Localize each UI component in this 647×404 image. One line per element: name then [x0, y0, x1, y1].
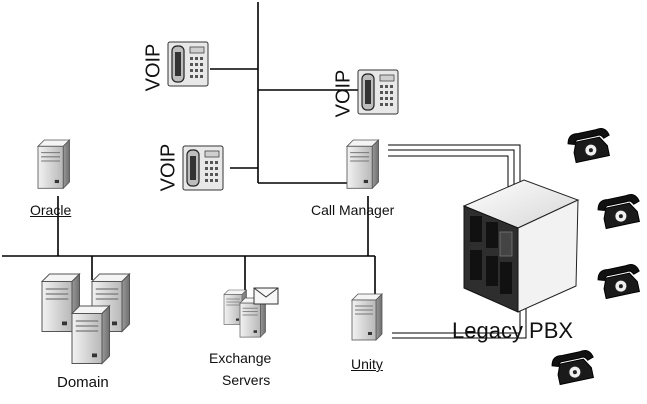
- exchange-label-line2: Servers: [222, 372, 271, 388]
- unity-label: Unity: [351, 356, 383, 372]
- network-links: [2, 2, 376, 296]
- call-manager-label: Call Manager: [311, 202, 395, 218]
- voip-phone-top: [167, 41, 209, 87]
- analog-phone-icon-2: [595, 192, 644, 230]
- voip-label-right: VOIP: [332, 69, 355, 118]
- envelope-icon: [253, 287, 279, 305]
- legacy-pbx-label: Legacy PBX: [452, 318, 574, 343]
- unity-server-icon: [351, 293, 383, 341]
- voip-label-top: VOIP: [142, 43, 165, 92]
- analog-phone-icon-4: [549, 348, 598, 386]
- pbx-cabinet-icon: [462, 179, 580, 313]
- domain-label: Domain: [57, 374, 109, 391]
- exchange-label-line1: Exchange: [209, 350, 272, 366]
- analog-phone-icon-1: [565, 126, 614, 164]
- voip-phone-mid: [182, 145, 224, 191]
- oracle-label: Oracle: [30, 202, 72, 218]
- voip-phone-right: [357, 69, 399, 115]
- voip-label-mid: VOIP: [157, 143, 180, 192]
- call-manager-server-icon: [346, 139, 380, 189]
- domain-server-icon-front: [71, 305, 111, 365]
- oracle-server-icon: [37, 139, 71, 189]
- analog-phone-icon-3: [595, 262, 644, 300]
